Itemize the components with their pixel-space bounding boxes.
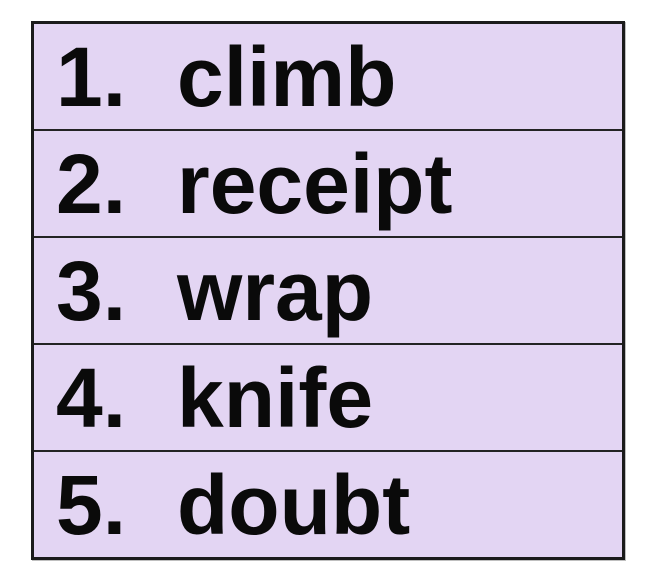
item-number: 1. — [56, 29, 127, 124]
item-number: 3. — [56, 243, 127, 338]
item-word: climb — [177, 29, 397, 124]
list-item: 1. climb — [34, 24, 622, 131]
item-word: doubt — [177, 457, 411, 552]
item-number: 4. — [56, 350, 127, 445]
list-item: 5. doubt — [34, 452, 622, 557]
item-word: receipt — [177, 136, 453, 231]
list-item: 2. receipt — [34, 131, 622, 238]
list-item: 4. knife — [34, 345, 622, 452]
word-list-table: 1. climb 2. receipt 3. wrap 4. knife 5. … — [31, 21, 625, 560]
item-number: 2. — [56, 136, 127, 231]
item-number: 5. — [56, 457, 127, 552]
item-word: knife — [177, 350, 374, 445]
list-item: 3. wrap — [34, 238, 622, 345]
item-word: wrap — [177, 243, 374, 338]
